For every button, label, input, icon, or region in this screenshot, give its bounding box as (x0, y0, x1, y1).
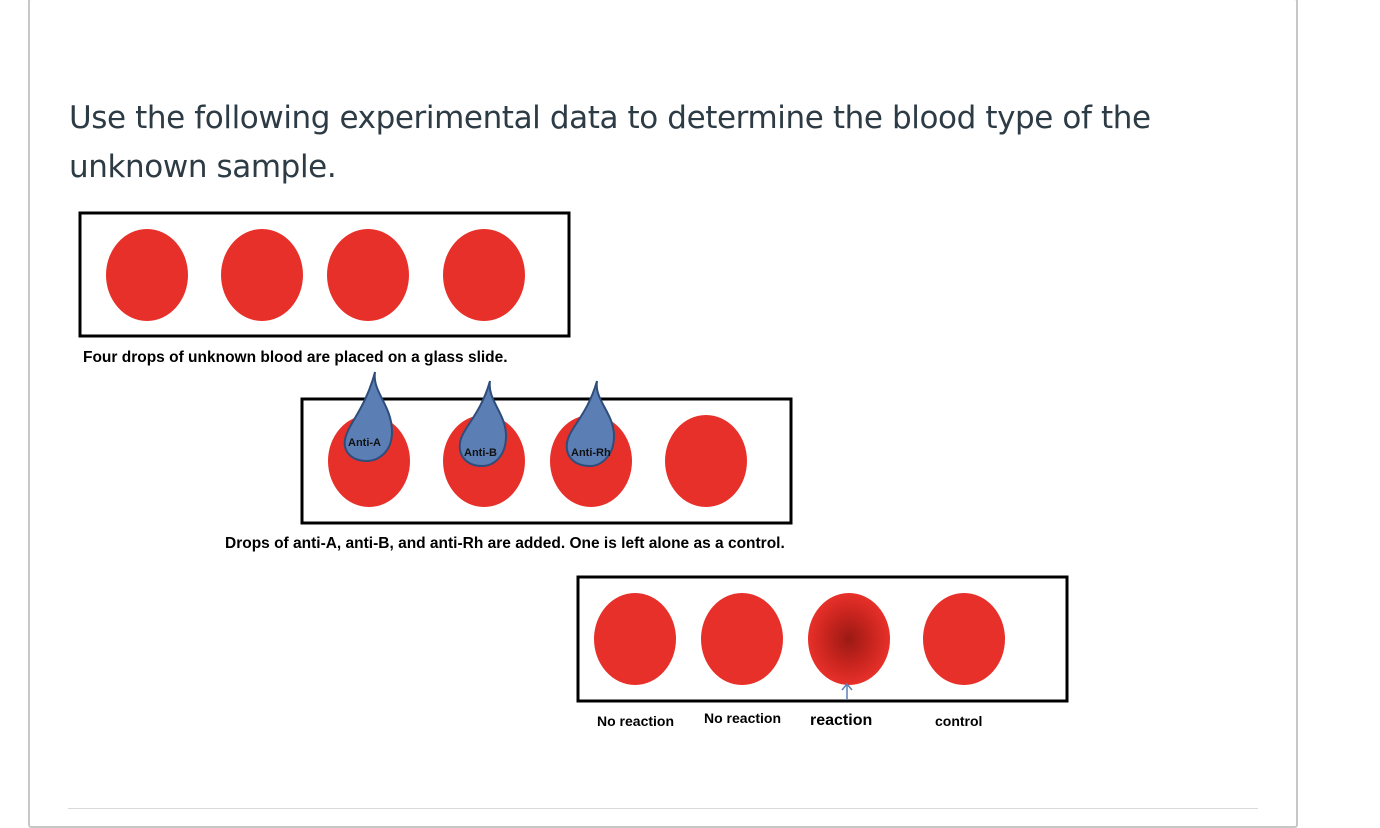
blood-drop (327, 229, 409, 321)
panel2-caption: Drops of anti-A, anti-B, and anti-Rh are… (225, 535, 785, 552)
slide-panel-unknown: Four drops of unknown blood are placed o… (78, 211, 571, 366)
blood-drop (443, 229, 525, 321)
reagent-label-anti-rh: Anti-Rh (571, 447, 611, 459)
blood-drop-no-reaction (594, 593, 676, 685)
arrow-up-icon (841, 682, 853, 700)
blood-drop-control (665, 415, 747, 507)
result-label-1: No reaction (597, 713, 674, 729)
blood-drop-control (923, 593, 1005, 685)
reagent-drop-icon (343, 371, 394, 463)
blood-drop-no-reaction (701, 593, 783, 685)
result-label-4: control (935, 713, 982, 729)
panel1-caption: Four drops of unknown blood are placed o… (83, 349, 508, 366)
reagent-drop-icon (565, 380, 616, 468)
blood-drop-reaction (808, 593, 890, 685)
reagent-drop-icon (458, 380, 508, 468)
slide-panel-results: No reaction No reaction reaction control (576, 575, 1069, 729)
slide-panel-antisera: Anti-A Anti-B Anti-Rh Drops of anti-A, a… (225, 371, 793, 552)
blood-drop (221, 229, 303, 321)
card-divider (68, 808, 1258, 809)
result-label-2: No reaction (704, 710, 781, 726)
result-label-3: reaction (810, 712, 872, 729)
question-text: Use the following experimental data to d… (69, 100, 1151, 185)
reagent-label-anti-b: Anti-B (464, 447, 497, 459)
blood-drop (106, 229, 188, 321)
reagent-label-anti-a: Anti-A (348, 437, 381, 449)
